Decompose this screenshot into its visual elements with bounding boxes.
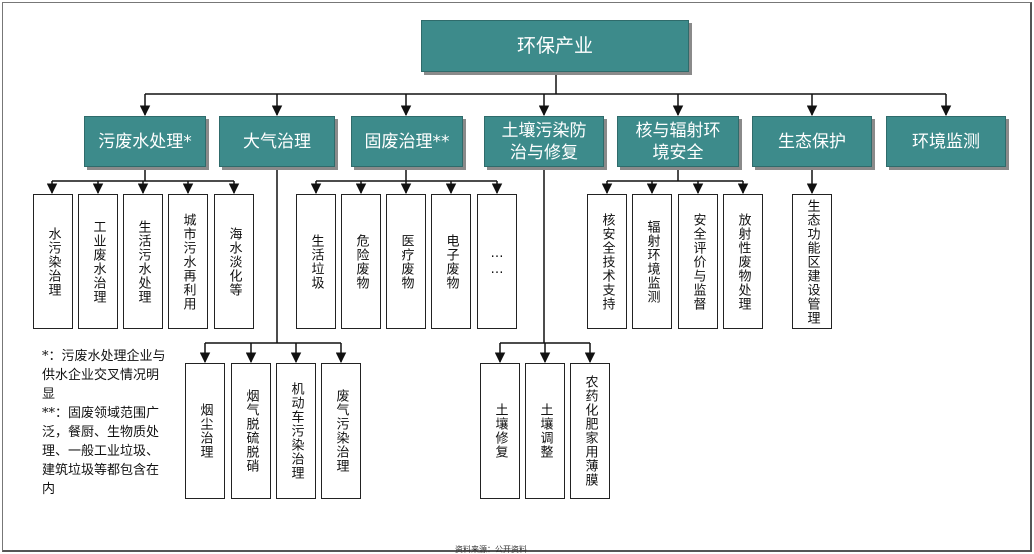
leaf-label: 生态功能区建设管理 <box>804 198 820 325</box>
leaf-box: 烟尘治理 <box>185 363 225 499</box>
category-wastewater: 污废水处理* <box>84 116 206 167</box>
leaf-label: 核安全技术支持 <box>599 212 615 311</box>
leaf-label: 海水淡化等 <box>226 226 242 297</box>
leaf-box: 生态功能区建设管理 <box>792 194 832 329</box>
root-label: 环保产业 <box>516 35 593 57</box>
leaf-label: 安全评价与监督 <box>690 212 706 311</box>
leaf-box: 海水淡化等 <box>214 194 254 329</box>
leaf-label: 工业废水治理 <box>90 219 106 304</box>
footnote-wastewater: *：污废水处理企业与供水企业交叉情况明显 <box>42 349 166 402</box>
category-label: 环境监测 <box>912 131 980 152</box>
leaf-label: 生活垃圾 <box>308 233 324 290</box>
root-node: 环保产业 <box>421 20 689 72</box>
leaf-box: 核安全技术支持 <box>587 194 627 329</box>
category-air: 大气治理 <box>219 116 335 167</box>
leaf-label: 烟气脱硫脱硝 <box>243 389 259 473</box>
leaf-box: 水污染治理 <box>33 194 73 329</box>
leaf-box: 电子废物 <box>431 194 471 329</box>
leaf-label: 土壤修复 <box>492 403 508 459</box>
leaf-box: 安全评价与监督 <box>678 194 718 329</box>
category-label: 核与辐射环境安全 <box>635 120 721 163</box>
leaf-box: …… <box>477 194 517 329</box>
leaf-label: 辐射环境监测 <box>644 219 660 304</box>
leaf-label: …… <box>489 245 505 278</box>
leaf-box: 城市污水再利用 <box>168 194 208 329</box>
leaf-label: 水污染治理 <box>45 226 61 297</box>
category-soil: 土壤污染防治与修复 <box>484 116 604 167</box>
leaf-box: 烟气脱硫脱硝 <box>231 363 271 499</box>
leaf-label: 危险废物 <box>353 233 369 290</box>
leaf-label: 医疗废物 <box>398 233 414 290</box>
leaf-label: 生活污水处理 <box>135 219 151 304</box>
leaf-box: 土壤修复 <box>480 363 520 499</box>
leaf-label: 电子废物 <box>443 233 459 290</box>
leaf-box: 医疗废物 <box>386 194 426 329</box>
source-footer: 资料来源：公开资料 <box>455 545 527 554</box>
leaf-label: 土壤调整 <box>537 403 553 459</box>
leaf-box: 废气污染治理 <box>321 363 361 499</box>
footnote-solid-waste: **：固废领域范围广泛，餐厨、生物质处理、一般工业垃圾、建筑垃圾等都包含在内 <box>42 406 160 497</box>
leaf-box: 放射性废物处理 <box>723 194 763 329</box>
leaf-box: 土壤调整 <box>525 363 565 499</box>
leaf-box: 生活垃圾 <box>296 194 336 329</box>
leaf-box: 工业废水治理 <box>78 194 118 329</box>
leaf-box: 危险废物 <box>341 194 381 329</box>
leaf-box: 辐射环境监测 <box>632 194 672 329</box>
category-solid-waste: 固废治理** <box>351 116 463 167</box>
category-label: 大气治理 <box>243 131 311 152</box>
leaf-box: 农药化肥家用薄膜 <box>570 363 610 499</box>
leaf-label: 废气污染治理 <box>333 389 349 473</box>
category-monitoring: 环境监测 <box>886 116 1006 167</box>
leaf-box: 机动车污染治理 <box>276 363 316 499</box>
leaf-label: 农药化肥家用薄膜 <box>582 375 598 487</box>
category-label: 生态保护 <box>778 131 846 152</box>
leaf-box: 生活污水处理 <box>123 194 163 329</box>
leaf-label: 城市污水再利用 <box>180 212 196 311</box>
leaf-label: 烟尘治理 <box>197 403 213 459</box>
category-ecology: 生态保护 <box>752 116 872 167</box>
category-label: 固废治理** <box>364 131 450 152</box>
leaf-label: 机动车污染治理 <box>288 382 304 480</box>
category-nuclear: 核与辐射环境安全 <box>617 116 739 167</box>
leaf-label: 放射性废物处理 <box>735 212 751 311</box>
category-label: 土壤污染防治与修复 <box>501 120 587 163</box>
category-label: 污废水处理* <box>98 131 192 152</box>
